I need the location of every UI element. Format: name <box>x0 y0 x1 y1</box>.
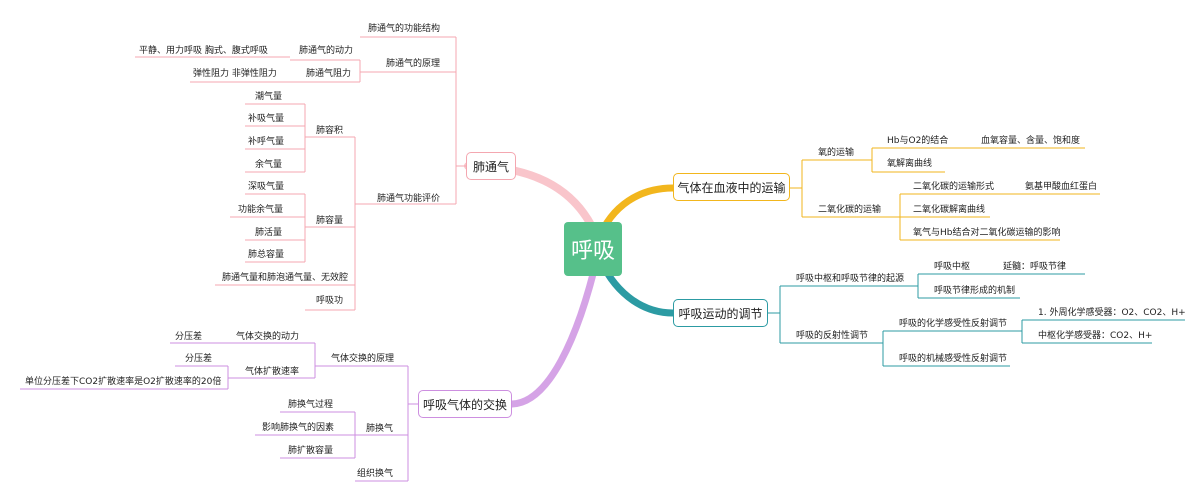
topic-co2-curve[interactable]: 二氧化碳解离曲线 <box>913 205 986 215</box>
topic-evaluation[interactable]: 肺通气功能评价 <box>377 194 441 204</box>
topic-co2-form[interactable]: 二氧化碳的运输形式 <box>913 182 995 192</box>
leaf-partial-pressure-2[interactable]: 分压差 <box>185 354 213 364</box>
node-transport[interactable]: 气体在血液中的运输 <box>673 173 790 201</box>
leaf-diffusing-capacity[interactable]: 肺扩散容量 <box>288 446 334 456</box>
leaf-irv[interactable]: 补吸气量 <box>248 114 285 124</box>
center-label: 呼吸 <box>570 239 615 264</box>
topic-mechano-reflex[interactable]: 呼吸的机械感受性反射调节 <box>899 354 1008 364</box>
leaf-hb[interactable]: 血氧容量、含量、饱和度 <box>981 136 1081 146</box>
topic-resistance[interactable]: 肺通气阻力 <box>306 69 352 79</box>
leaf-partial-pressure-1[interactable]: 分压差 <box>175 332 203 342</box>
topic-o2-effect[interactable]: 氧气与Hb结合对二氧化碳运输的影响 <box>913 228 1061 238</box>
topic-exchange-principle[interactable]: 气体交换的原理 <box>331 354 395 364</box>
node-ventilation-label: 肺通气 <box>472 159 509 174</box>
topic-resp-center[interactable]: 呼吸中枢 <box>934 262 971 272</box>
topic-structure[interactable]: 肺通气的功能结构 <box>368 24 441 34</box>
leaf-peripheral[interactable]: 1. 外周化学感受器：O2、CO2、H+ <box>1038 308 1186 318</box>
topic-principle[interactable]: 肺通气的原理 <box>386 59 441 69</box>
center-node[interactable]: 呼吸 <box>564 222 622 276</box>
leaf-medulla[interactable]: 延髓：呼吸节律 <box>1003 262 1067 272</box>
topic-force[interactable]: 肺通气的动力 <box>299 46 354 56</box>
leaf-lung-factors[interactable]: 影响肺换气的因素 <box>262 423 335 433</box>
leaf-ic[interactable]: 深吸气量 <box>248 182 285 192</box>
node-ventilation[interactable]: 肺通气 <box>466 152 516 180</box>
topic-reflex[interactable]: 呼吸的反射性调节 <box>796 331 869 341</box>
topic-tissue-exchange[interactable]: 组织换气 <box>357 469 394 479</box>
topic-lung-capacity[interactable]: 肺容量 <box>316 216 344 226</box>
topic-rhythm[interactable]: 呼吸节律形成的机制 <box>934 286 1016 296</box>
leaf-rv[interactable]: 余气量 <box>255 160 283 170</box>
branch-exchange-curve <box>508 250 602 408</box>
leaf-central[interactable]: 中枢化学感受器：CO2、H+ <box>1038 331 1153 341</box>
leaf-force-types[interactable]: 平静、用力呼吸 胸式、腹式呼吸 <box>139 46 268 56</box>
topic-lung-volume[interactable]: 肺容积 <box>316 126 344 136</box>
node-exchange-label: 呼吸气体的交换 <box>422 397 507 412</box>
leaf-vc[interactable]: 肺活量 <box>255 228 283 238</box>
topic-lung-exchange[interactable]: 肺换气 <box>366 424 394 434</box>
leaf-erv[interactable]: 补呼气量 <box>248 137 285 147</box>
leaf-co2-rate-note[interactable]: 单位分压差下CO2扩散速率是O2扩散速率的20倍 <box>25 377 222 387</box>
node-exchange[interactable]: 呼吸气体的交换 <box>418 390 512 418</box>
leaf-tlc[interactable]: 肺总容量 <box>248 250 285 260</box>
topic-chemo-reflex[interactable]: 呼吸的化学感受性反射调节 <box>899 319 1008 329</box>
node-transport-label: 气体在血液中的运输 <box>677 180 786 195</box>
leaf-resistance-types[interactable]: 弹性阻力 非弹性阻力 <box>193 69 277 79</box>
topic-driving-force[interactable]: 气体交换的动力 <box>236 332 300 342</box>
node-regulation[interactable]: 呼吸运动的调节 <box>673 299 768 327</box>
topic-ventilation-dead-space[interactable]: 肺通气量和肺泡通气量、无效腔 <box>222 273 349 283</box>
topic-oxygen[interactable]: 氧的运输 <box>818 148 855 158</box>
node-regulation-label: 呼吸运动的调节 <box>678 306 763 321</box>
topic-work[interactable]: 呼吸功 <box>316 296 344 306</box>
topic-co2[interactable]: 二氧化碳的运输 <box>818 205 882 215</box>
topic-hb-binding[interactable]: Hb与O2的结合 <box>887 136 949 146</box>
topic-o2-curve[interactable]: 氧解离曲线 <box>887 159 933 169</box>
topic-center-origin[interactable]: 呼吸中枢和呼吸节律的起源 <box>796 274 905 284</box>
leaf-frc[interactable]: 功能余气量 <box>238 205 284 215</box>
leaf-lung-process[interactable]: 肺换气过程 <box>288 400 334 410</box>
leaf-co2-form[interactable]: 氨基甲酸血红蛋白 <box>1025 182 1098 192</box>
topic-diffusion-rate[interactable]: 气体扩散速率 <box>245 367 300 377</box>
leaf-tidal[interactable]: 潮气量 <box>255 92 283 102</box>
